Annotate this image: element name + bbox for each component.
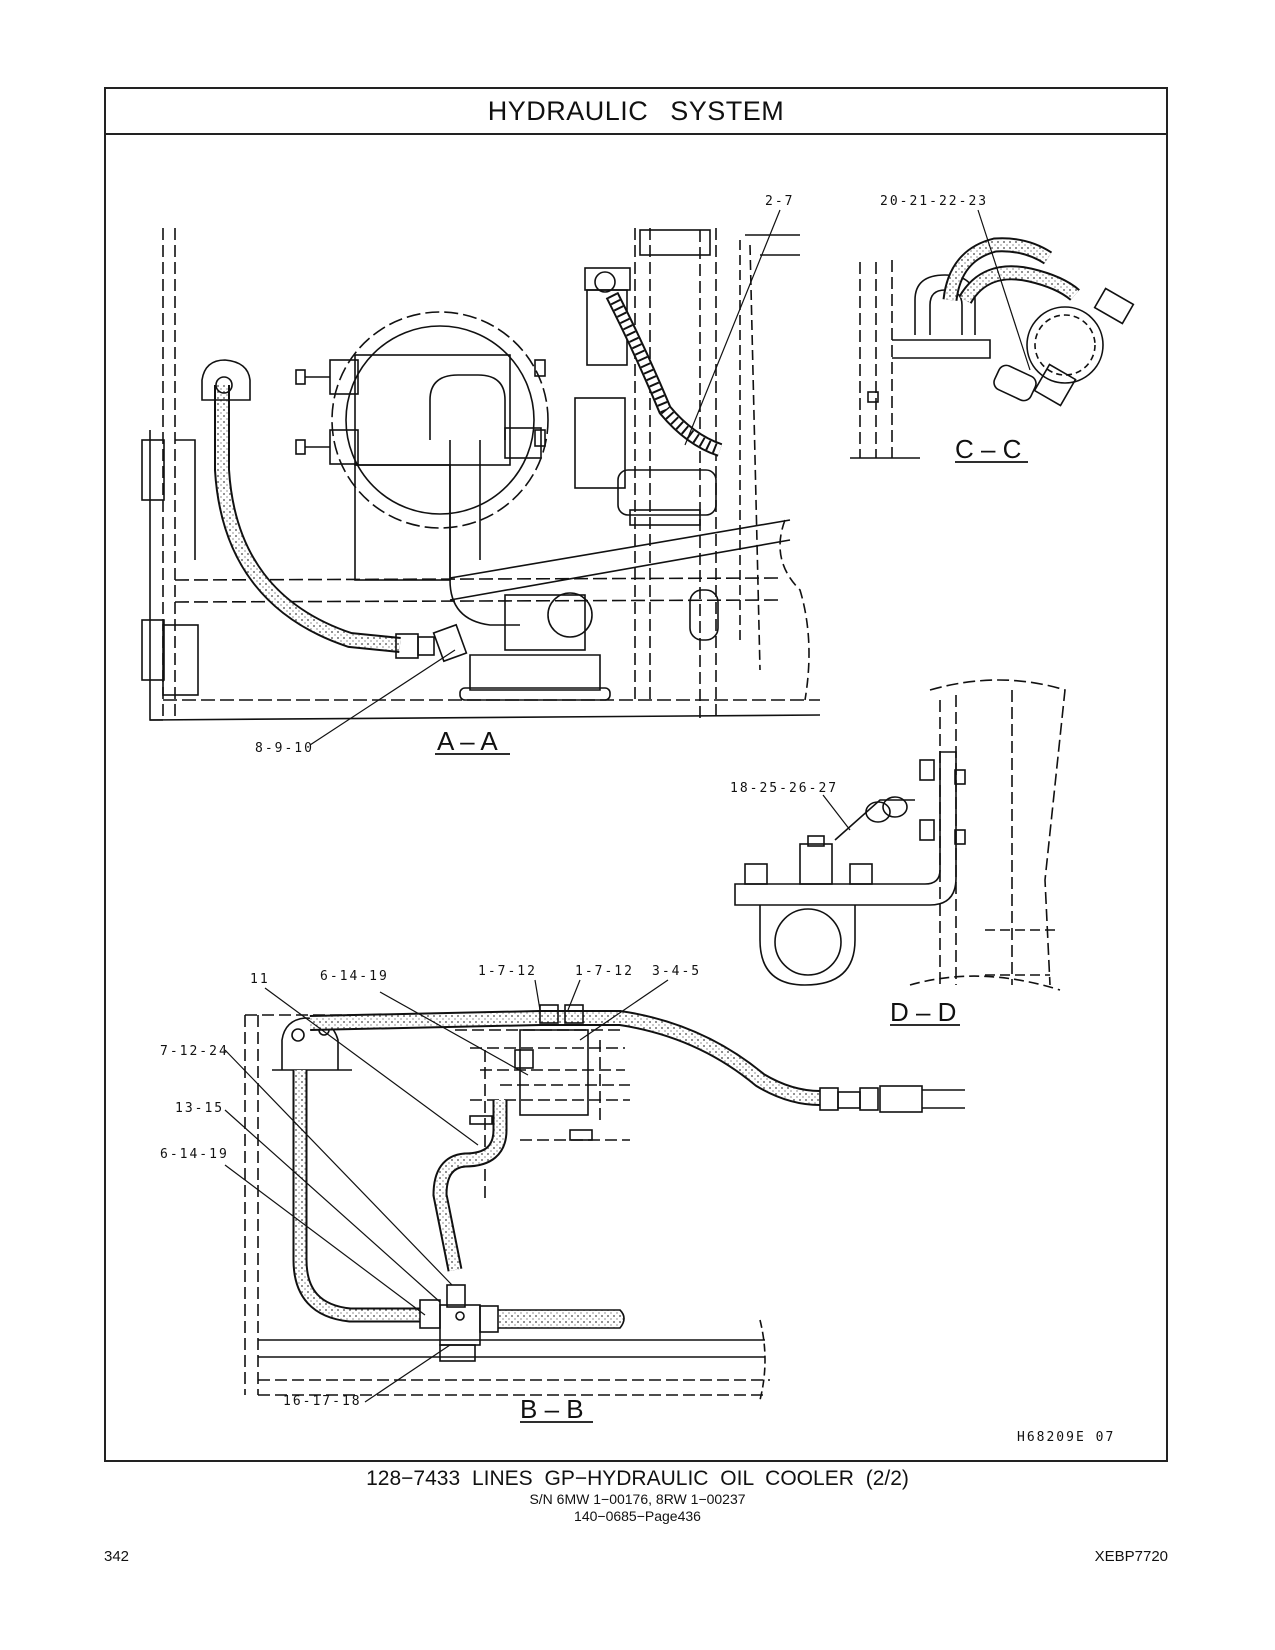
callout-20-21-22-23: 20-21-22-23	[880, 194, 988, 209]
callout-13-15: 13-15	[175, 1101, 224, 1116]
title-bar: HYDRAULIC SYSTEM	[106, 89, 1166, 135]
view-bb-drawing	[244, 1004, 965, 1401]
callout-6-14-19-left: 6-14-19	[160, 1147, 229, 1162]
page-number: 342	[104, 1548, 130, 1565]
callout-8-9-10: 8-9-10	[255, 741, 314, 756]
callout-16-17-18: 16-17-18	[283, 1394, 362, 1409]
view-label-bb: B – B	[520, 1394, 584, 1424]
page-title: HYDRAULIC SYSTEM	[487, 95, 785, 126]
callout-1-7-12-a: 1-7-12	[478, 964, 537, 979]
view-dd-drawing	[734, 679, 1066, 1026]
caption-page-ref: 140−0685−Page436	[574, 1508, 701, 1524]
callout-7-12-24: 7-12-24	[160, 1044, 229, 1059]
callout-1-7-12-b: 1-7-12	[575, 964, 634, 979]
illustration-frame: HYDRAULIC SYSTEM	[104, 87, 1168, 1462]
caption-serial: S/N 6MW 1−00176, 8RW 1−00237	[529, 1491, 746, 1507]
view-label-dd: D – D	[890, 997, 956, 1027]
callout-18-25-26-27: 18-25-26-27	[730, 781, 838, 796]
view-label-aa: A – A	[437, 726, 498, 756]
caption-title: 128−7433 LINES GP−HYDRAULIC OIL COOLER (…	[366, 1467, 909, 1490]
view-aa-leaders	[309, 209, 781, 746]
view-bb-leaders	[224, 753, 669, 1423]
view-label-cc: C – C	[955, 434, 1021, 464]
view-aa-drawing	[141, 228, 821, 721]
illustration-code: H68209E 07	[1017, 1430, 1115, 1445]
view-cc-drawing	[850, 209, 1135, 463]
callout-11: 11	[250, 972, 270, 987]
document-id: XEBP7720	[1094, 1548, 1168, 1565]
callout-3-4-5: 3-4-5	[652, 964, 701, 979]
callout-2-7: 2-7	[765, 194, 794, 209]
callout-6-14-19-top: 6-14-19	[320, 969, 389, 984]
